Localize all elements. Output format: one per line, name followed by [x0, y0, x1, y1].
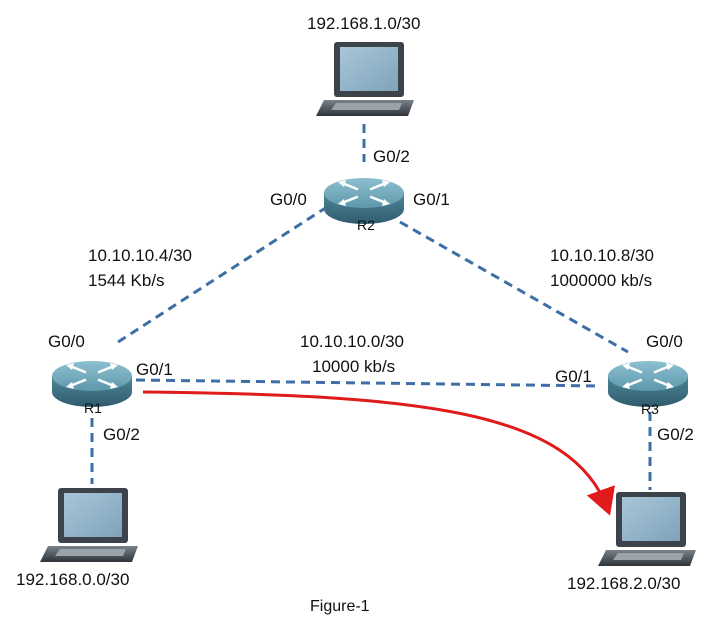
traffic-path-arrow — [142, 390, 615, 516]
interface-label: G0/1 — [413, 190, 450, 209]
host-network-label: 192.168.0.0/30 — [16, 570, 129, 589]
interface-label: G0/0 — [646, 332, 683, 351]
router-label-r2: R2 — [357, 217, 375, 233]
laptop-icon — [598, 492, 696, 566]
interface-label: G0/2 — [657, 425, 694, 444]
link-network-label: 10.10.10.0/30 — [300, 332, 404, 351]
router-label-r1: R1 — [84, 400, 102, 416]
interface-label: G0/2 — [373, 147, 410, 166]
router-r2: R2 — [322, 176, 406, 233]
router-r1: R1 — [50, 359, 134, 416]
router-label-r3: R3 — [641, 401, 659, 417]
interface-label: G0/1 — [555, 367, 592, 386]
figure-caption: Figure-1 — [310, 598, 370, 615]
link-r1-r3 — [135, 378, 601, 388]
laptop-icon — [40, 488, 138, 562]
link-bandwidth-label: 10000 kb/s — [312, 357, 395, 376]
router-r3: R3 — [606, 359, 690, 417]
interface-label: G0/2 — [103, 425, 140, 444]
interface-label: G0/0 — [48, 332, 85, 351]
link-network-label: 10.10.10.8/30 — [550, 246, 654, 265]
link-r1-r2 — [117, 203, 331, 344]
interface-label: G0/0 — [270, 190, 307, 209]
link-network-label: 10.10.10.4/30 — [88, 246, 192, 265]
link-r2-r3 — [399, 220, 629, 354]
link-bandwidth-label: 1544 Kb/s — [88, 271, 165, 290]
link-bandwidth-label: 1000000 kb/s — [550, 271, 652, 290]
host-network-label: 192.168.1.0/30 — [307, 14, 420, 33]
interface-label: G0/1 — [136, 360, 173, 379]
host-network-label: 192.168.2.0/30 — [567, 574, 680, 593]
laptop-icon — [316, 42, 414, 116]
links-layer — [90, 124, 652, 490]
